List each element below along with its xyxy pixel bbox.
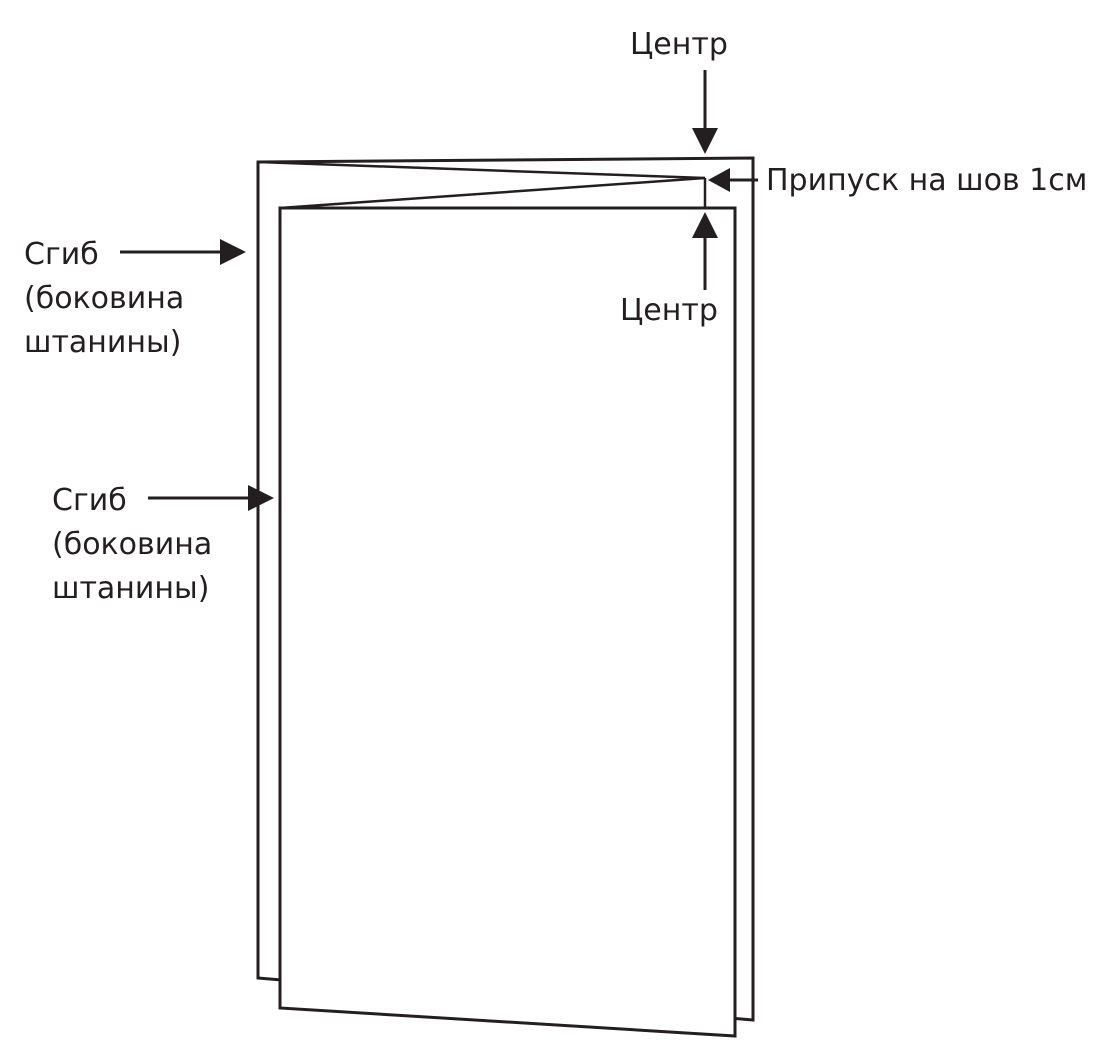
arrowhead-right-icon (220, 239, 246, 265)
fold-1-arrow (120, 239, 246, 265)
bottom-fold-line (279, 176, 706, 210)
arrowhead-down-icon (692, 128, 718, 154)
fold-2-label-line-1: Сгиб (52, 483, 127, 518)
center-bottom-arrow (692, 212, 718, 290)
center-top-arrow (692, 70, 718, 154)
front-fabric-layer (278, 206, 737, 1038)
fold-1-label-line-3: штанины) (24, 325, 181, 360)
seam-allowance-arrow (708, 168, 758, 192)
fold-2-label-line-3: штанины) (52, 571, 209, 606)
fold-2-label-line-2: (боковина (52, 527, 212, 562)
seam-allowance-label: Припуск на шов 1см (766, 163, 1087, 198)
arrowhead-right-icon (248, 485, 274, 511)
center-bottom-label: Центр (620, 293, 718, 328)
fold-2-arrow (148, 485, 274, 511)
top-fold-line (257, 160, 706, 180)
fold-1-label-line-2: (боковина (24, 281, 184, 316)
center-top-label: Центр (630, 27, 728, 62)
arrowhead-left-icon (708, 168, 730, 192)
arrowhead-up-icon (692, 212, 718, 238)
fold-1-label-line-1: Сгиб (24, 237, 99, 272)
